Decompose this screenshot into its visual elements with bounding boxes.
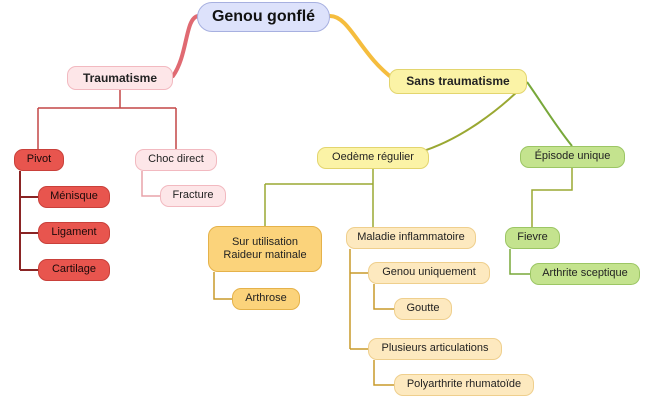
connector-root-traumatisme [171, 14, 200, 78]
node-sur-utilisation[interactable]: Sur utilisation Raideur matinale [208, 226, 322, 272]
node-sur-utilisation-line-2: Raideur matinale [223, 249, 307, 261]
node-menisque[interactable]: Ménisque [38, 186, 110, 208]
node-choc-direct[interactable]: Choc direct [135, 149, 217, 171]
sans-traumatisme-connectors [213, 81, 573, 386]
node-ligament[interactable]: Ligament [38, 222, 110, 244]
root-node-genou-gonfle[interactable]: Genou gonflé [197, 2, 330, 32]
node-fracture[interactable]: Fracture [160, 185, 226, 207]
node-cartilage[interactable]: Cartilage [38, 259, 110, 281]
node-oedeme-regulier[interactable]: Oedème régulier [317, 147, 429, 169]
node-pivot[interactable]: Pivot [14, 149, 64, 171]
traumatisme-connectors [19, 90, 177, 271]
connector-root-sans-traumatisme [328, 14, 397, 82]
node-plusieurs-articulations[interactable]: Plusieurs articulations [368, 338, 502, 360]
node-traumatisme[interactable]: Traumatisme [67, 66, 173, 90]
node-genou-uniquement[interactable]: Genou uniquement [368, 262, 490, 284]
node-sans-traumatisme[interactable]: Sans traumatisme [389, 69, 527, 94]
node-maladie-inflammatoire[interactable]: Maladie inflammatoire [346, 227, 476, 249]
node-arthrose[interactable]: Arthrose [232, 288, 300, 310]
node-sur-utilisation-line-1: Sur utilisation [231, 235, 299, 248]
node-fievre[interactable]: Fievre [505, 227, 560, 249]
node-polyarthrite-rhumatoide[interactable]: Polyarthrite rhumatoïde [394, 374, 534, 396]
node-goutte[interactable]: Goutte [394, 298, 452, 320]
node-arthrite-sceptique[interactable]: Arthrite sceptique [530, 263, 640, 285]
node-episode-unique[interactable]: Épisode unique [520, 146, 625, 168]
